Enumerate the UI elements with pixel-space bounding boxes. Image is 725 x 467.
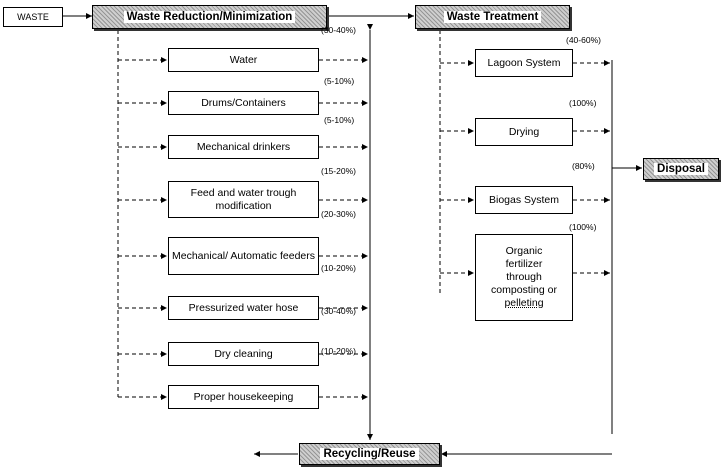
reduction-item-pressurized-hose: Pressurized water hose: [168, 296, 319, 320]
treatment-item-lagoon: Lagoon System: [475, 49, 573, 77]
waste-treatment-title: Waste Treatment: [443, 11, 542, 23]
reduction-pct-label: (30-40%): [321, 25, 356, 35]
reduction-item-housekeeping: Proper housekeeping: [168, 385, 319, 409]
reduction-item-mechanical-drinkers: Mechanical drinkers: [168, 135, 319, 159]
treatment-pct-label: (100%): [569, 222, 597, 232]
reduction-pct-label: (20-30%): [321, 209, 356, 219]
reduction-pct-label: (5-10%): [324, 76, 355, 86]
waste-reduction-header: Waste Reduction/Minimization: [92, 5, 327, 29]
disposal-title: Disposal: [654, 163, 708, 175]
waste-reduction-title: Waste Reduction/Minimization: [123, 11, 296, 23]
reduction-item-water: Water: [168, 48, 319, 72]
reduction-item-automatic-feeders: Mechanical/ Automatic feeders: [168, 237, 319, 275]
reduction-pct-label: (30-40%): [321, 306, 356, 316]
treatment-pct-label: (40-60%): [566, 35, 601, 45]
organic-fertilizer-label: Organic fertilizer through composting or: [491, 245, 557, 296]
reduction-pct-label: (5-10%): [324, 115, 355, 125]
treatment-item-biogas: Biogas System: [475, 186, 573, 214]
reduction-pct-label: (10-20%): [321, 263, 356, 273]
recycling-reuse-title: Recycling/Reuse: [320, 448, 419, 460]
reduction-item-drums-containers: Drums/Containers: [168, 91, 319, 115]
waste-treatment-header: Waste Treatment: [415, 5, 570, 29]
waste-input-box: WASTE: [3, 7, 63, 27]
organic-fertilizer-label-end: pelleting: [504, 297, 544, 309]
reduction-pct-label: (15-20%): [321, 166, 356, 176]
reduction-pct-label: (10-20%): [321, 346, 356, 356]
treatment-item-organic-fertilizer: Organic fertilizer through composting or…: [475, 234, 573, 321]
treatment-item-drying: Drying: [475, 118, 573, 146]
reduction-item-feed-trough: Feed and water trough modification: [168, 181, 319, 218]
recycling-reuse-header: Recycling/Reuse: [299, 443, 440, 465]
reduction-item-dry-cleaning: Dry cleaning: [168, 342, 319, 366]
treatment-pct-label: (100%): [569, 98, 597, 108]
disposal-header: Disposal: [643, 158, 719, 180]
treatment-pct-label: (80%): [572, 161, 595, 171]
